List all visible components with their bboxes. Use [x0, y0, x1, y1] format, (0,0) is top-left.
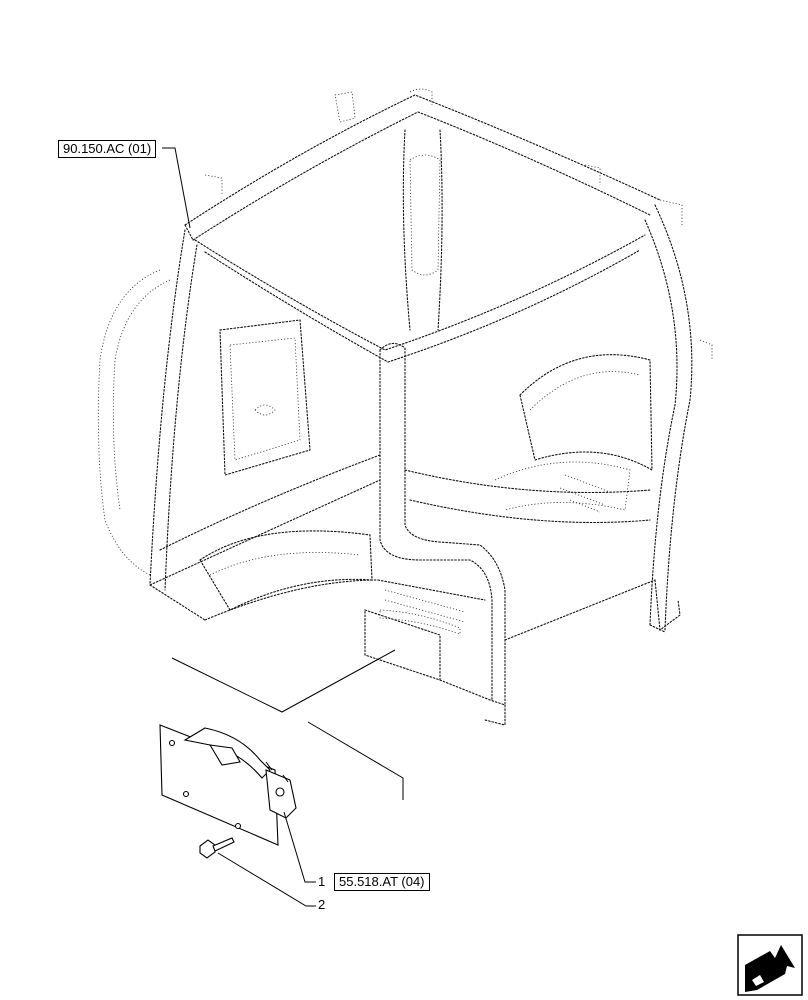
- callout-number-2: 2: [318, 897, 326, 912]
- callout-number-1: 1: [318, 874, 326, 889]
- leader-lines: [162, 147, 404, 800]
- cab-frame: [97, 88, 713, 726]
- reference-label-top[interactable]: 90.150.AC (01): [58, 140, 157, 158]
- bolt: [199, 837, 235, 859]
- reference-label-bottom[interactable]: 55.518.AT (04): [334, 873, 430, 891]
- callout-leaders: [217, 811, 316, 907]
- bracket-assembly: [159, 724, 297, 846]
- next-arrow-icon[interactable]: [737, 934, 803, 996]
